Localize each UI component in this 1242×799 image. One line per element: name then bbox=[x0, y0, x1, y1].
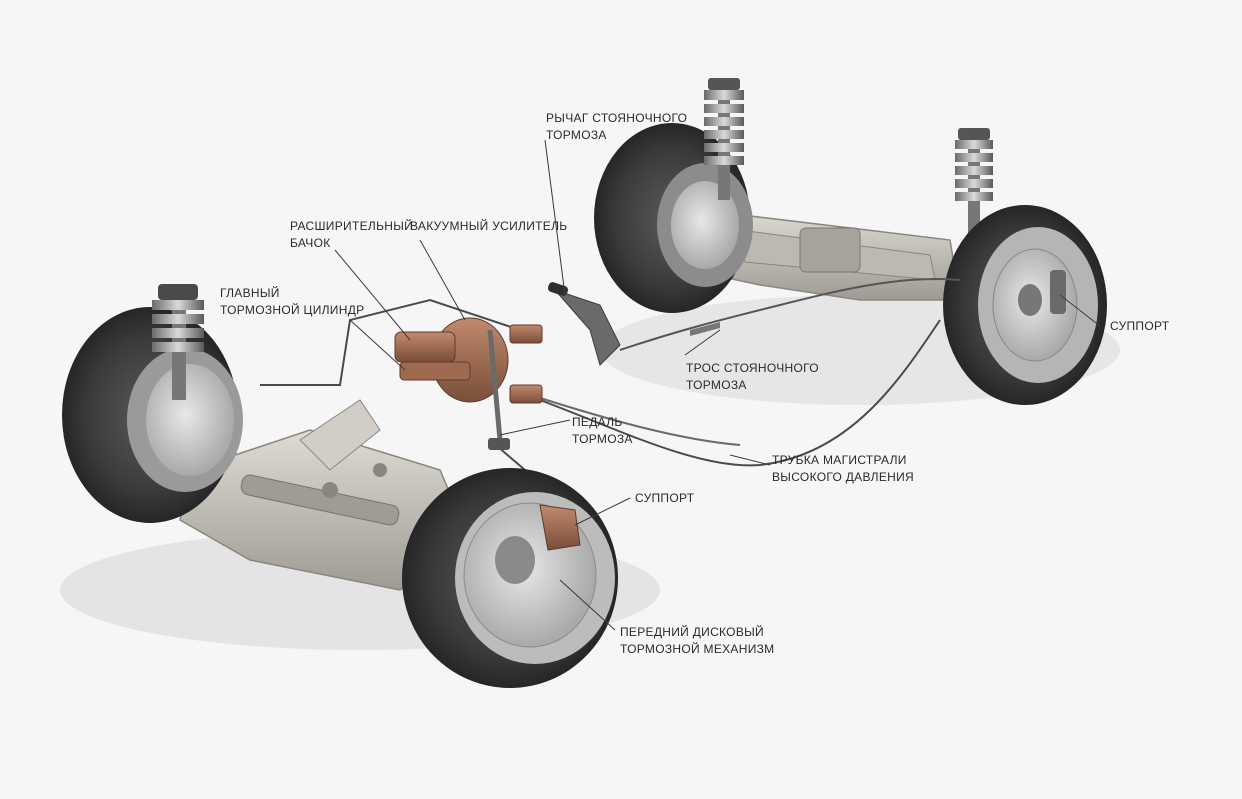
leader-high-pressure bbox=[729, 454, 771, 466]
handbrake-cable-spring bbox=[690, 322, 720, 336]
rear-right-caliper bbox=[1050, 270, 1066, 314]
front-right-caliper bbox=[539, 504, 581, 551]
subframe-hole-1 bbox=[322, 482, 338, 498]
brake-valve-upper bbox=[509, 324, 543, 344]
brake-master-unit bbox=[394, 317, 543, 450]
label-high-pressure-line: ТРУБКА МАГИСТРАЛИ ВЫСОКОГО ДАВЛЕНИЯ bbox=[772, 453, 914, 484]
front-left-disc bbox=[146, 364, 234, 476]
front-subframe-bracket bbox=[299, 399, 381, 471]
brake-line-high-pressure bbox=[539, 319, 941, 467]
front-left-spring bbox=[152, 300, 204, 352]
leader-expansion-tank bbox=[334, 249, 411, 341]
label-handbrake-cable: ТРОС СТОЯНОЧНОГО ТОРМОЗА bbox=[686, 361, 819, 392]
rear-left-disc bbox=[671, 181, 739, 269]
rear-left-strut-mount bbox=[708, 78, 740, 90]
leader-lines bbox=[334, 139, 1101, 631]
brake-pedal-pad bbox=[488, 438, 510, 450]
label-handbrake-lever: РЫЧАГ СТОЯНОЧНОГО ТОРМОЗА bbox=[546, 111, 688, 142]
handbrake-lever bbox=[547, 282, 621, 366]
rear-right-spring bbox=[955, 140, 993, 201]
rear-differential bbox=[799, 227, 861, 273]
subframe-hole-2 bbox=[373, 463, 387, 477]
handbrake-lever-body bbox=[553, 288, 621, 366]
rear-axle-assembly bbox=[547, 78, 1107, 405]
expansion-tank bbox=[394, 331, 456, 363]
label-caliper-rear: СУППОРТ bbox=[1110, 319, 1170, 333]
leader-caliper-rear bbox=[1059, 294, 1101, 327]
label-expansion-tank: РАСШИРИТЕЛЬНЫЙ БАЧОК bbox=[290, 219, 414, 250]
rear-right-strut-mount bbox=[958, 128, 990, 140]
leader-front-disc bbox=[559, 579, 616, 631]
rear-left-spring bbox=[704, 90, 744, 165]
rear-left-strut bbox=[704, 78, 744, 200]
label-vacuum-booster: ВАКУУМНЫЙ УСИЛИТЕЛЬ bbox=[410, 219, 568, 233]
leader-handbrake-lever bbox=[544, 139, 566, 296]
front-right-hub bbox=[495, 536, 535, 584]
front-left-strut bbox=[152, 284, 204, 400]
handbrake-lever-grip bbox=[547, 282, 569, 296]
leader-handbrake-cable bbox=[684, 329, 721, 356]
label-front-disc-brake: ПЕРЕДНИЙ ДИСКОВЫЙ ТОРМОЗНОЙ МЕХАНИЗМ bbox=[620, 625, 775, 656]
leader-brake-pedal bbox=[499, 419, 571, 436]
label-caliper-front: СУППОРТ bbox=[635, 491, 695, 505]
leader-vacuum-booster bbox=[419, 239, 466, 321]
leader-caliper-front bbox=[574, 497, 631, 526]
brake-line-secondary bbox=[539, 397, 741, 446]
front-left-strut-mount bbox=[158, 284, 198, 300]
brake-pedal-arm bbox=[487, 329, 503, 441]
rear-right-wheel bbox=[943, 205, 1107, 405]
label-master-cylinder: ГЛАВНЫЙ ТОРМОЗНОЙ ЦИЛИНДР bbox=[220, 286, 365, 317]
front-right-wheel bbox=[402, 468, 618, 688]
brake-valve-lower bbox=[509, 384, 543, 404]
handbrake-cable bbox=[619, 278, 961, 351]
front-left-wheel bbox=[62, 307, 243, 523]
leader-master-cylinder bbox=[349, 319, 406, 371]
master-cylinder bbox=[399, 361, 471, 381]
label-brake-pedal: ПЕДАЛЬ ТОРМОЗА bbox=[572, 415, 633, 446]
rear-right-hub bbox=[1018, 284, 1042, 316]
front-axle-assembly bbox=[62, 284, 618, 688]
rear-right-strut bbox=[955, 128, 993, 250]
